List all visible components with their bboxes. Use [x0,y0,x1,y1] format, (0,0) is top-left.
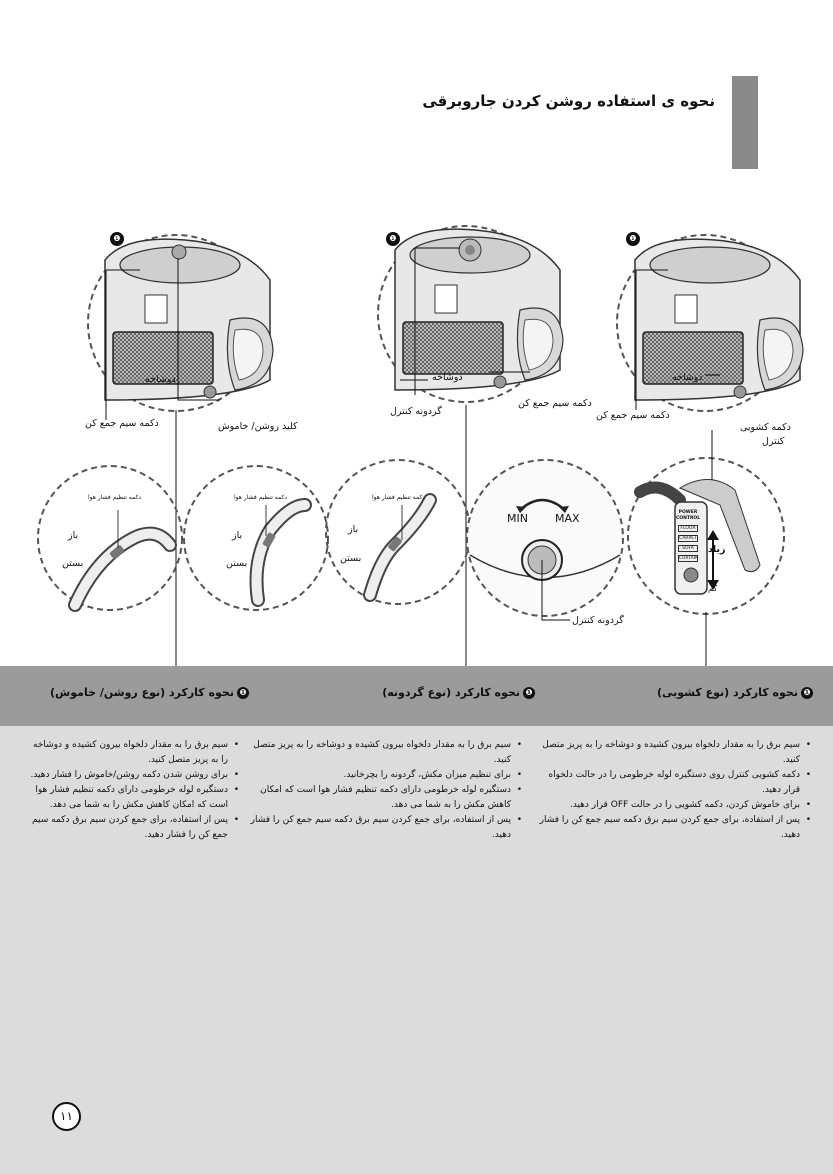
section-number-slide: ❶ [801,687,813,699]
instructions-knob: سیم برق را به مقدار دلخواه بیرون کشیده و… [250,738,523,843]
mode-floor: FLOOR [678,525,698,532]
list-item: دستگیره لوله خرطومی دارای دکمه تنظیم فشا… [250,783,511,813]
label-cord-button-middle: دکمه سیم جمع کن [518,398,592,409]
list-item: برای تنظیم میزان مکش، گردونه را بچرخانید… [250,768,511,783]
list-item: سیم برق را به مقدار دلخواه بیرون کشیده و… [250,738,511,768]
label-close-3: بستن [340,553,361,564]
label-hose-connector-right: دوشاخه [672,372,703,383]
section-title-slide: نحوه کارکرد (نوع کشویی) [657,686,798,699]
illustrations [0,0,833,670]
mode-sofa: SOFA [678,545,698,552]
label-power-switch: کلید روشن/ خاموش [218,421,298,432]
list-item: دستگیره لوله خرطومی دارای دکمه تنظیم فشا… [24,783,228,813]
list-item: پس از استفاده، برای جمع کردن سیم برق دکم… [24,813,228,843]
list-item: دکمه کشویی کنترل روی دستگیره لوله خرطومی… [534,768,800,798]
section-header-switch: ❶نحوه کارکرد (نوع روشن/ خاموش) [50,686,249,699]
label-slide-button-control: کنترل [762,436,784,447]
label-open-1: باز [68,530,78,541]
step-badge-right: ❶ [626,232,640,246]
label-open-2: باز [232,530,242,541]
label-cord-button-left: دکمه سیم جمع کن [85,418,159,429]
mode-curtain: CURTAIN [678,555,698,562]
mode-carpet: CARPET [678,535,698,542]
label-hose-connector-left: دوشاخه [145,374,176,385]
section-header-slide: ❶نحوه کارکرد (نوع کشویی) [657,686,813,699]
label-more: زیاد [708,544,725,555]
label-hose-connector-middle: دوشاخه [432,372,463,383]
label-open-3: باز [348,524,358,535]
label-air-button-1: دکمه تنظیم فشار هوا [88,494,141,501]
step-badge-left: ❶ [110,232,124,246]
label-less: کم [708,584,717,593]
list-item: پس از استفاده، برای جمع کردن سیم برق دکم… [534,813,800,843]
label-close-2: بستن [226,558,247,569]
label-slide-button: دکمه کشویی [740,422,791,433]
list-item: پس از استفاده، برای جمع کردن سیم برق دکم… [250,813,511,843]
section-title-switch: نحوه کارکرد (نوع روشن/ خاموش) [50,686,234,699]
label-min: MIN [507,512,528,525]
list-item: برای خاموش کردن، دکمه کشویی را در حالت O… [534,798,800,813]
step-badge-middle: ❶ [386,232,400,246]
section-title-knob: نحوه کارکرد (نوع گردونه) [382,686,520,699]
label-close-1: بستن [62,558,83,569]
label-cord-button-right: دکمه سیم جمع کن [596,410,670,421]
mode-list: FLOOR CARPET SOFA CURTAIN [678,522,698,565]
label-air-button-3: دکمه تنظیم فشار هوا [372,494,425,501]
section-number-knob: ❶ [523,687,535,699]
label-control-knob: گردونه کنترل [390,406,442,417]
label-max: MAX [555,512,580,525]
section-header-knob: ❶نحوه کارکرد (نوع گردونه) [382,686,535,699]
page-number: ۱۱ [52,1102,81,1131]
instructions-slide: سیم برق را به مقدار دلخواه بیرون کشیده و… [534,738,812,843]
list-item: سیم برق را به مقدار دلخواه بیرون کشیده و… [24,738,228,768]
section-number-switch: ❶ [237,687,249,699]
label-control-knob-bottom: گردونه کنترل [572,615,624,626]
instructions-switch: سیم برق را به مقدار دلخواه بیرون کشیده و… [24,738,240,843]
list-item: برای روشن شدن دکمه روشن/خاموش را فشار ده… [24,768,228,783]
label-air-button-2: دکمه تنظیم فشار هوا [234,494,287,501]
list-item: سیم برق را به مقدار دلخواه بیرون کشیده و… [534,738,800,768]
